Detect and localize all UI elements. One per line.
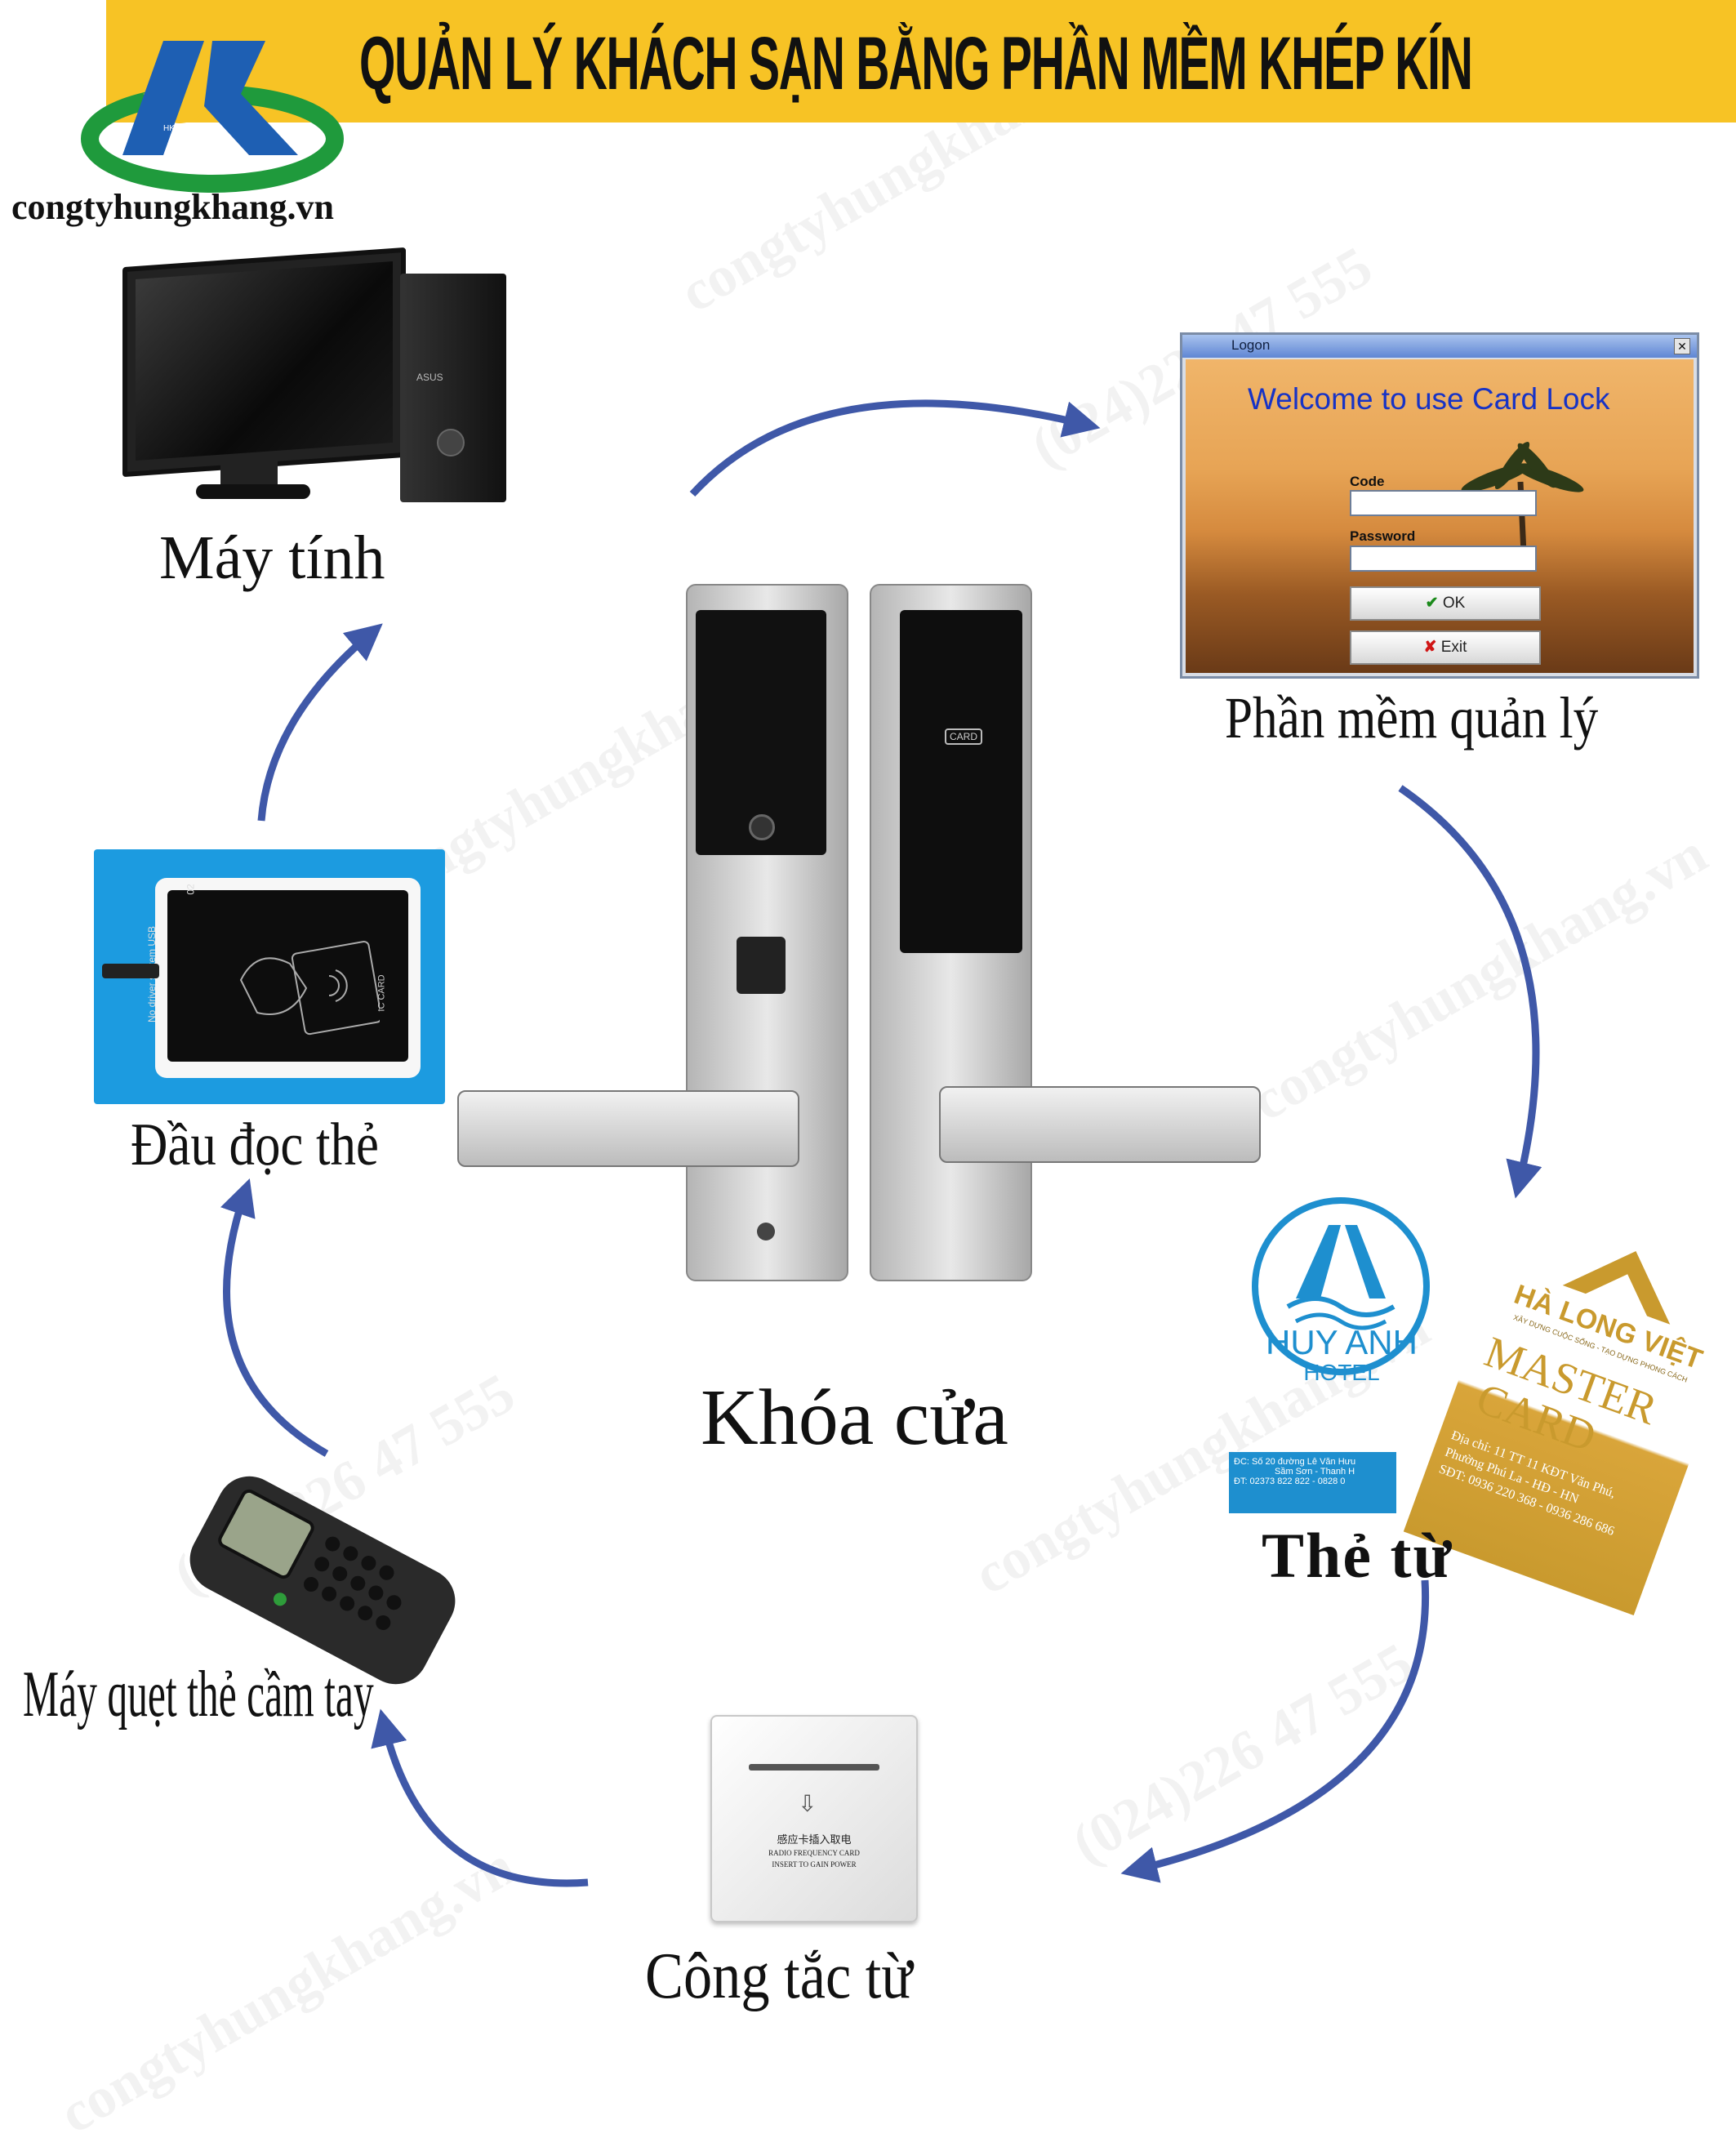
- password-input[interactable]: [1350, 546, 1537, 572]
- company-logo: HK: [81, 41, 344, 193]
- card-reader-image: No driver system USB 02 IC CARD: [94, 849, 445, 1104]
- software-window: Logon ✕ Welcome to use Card Lock Code Pa…: [1180, 332, 1699, 679]
- reader-face: No driver system USB 02 IC CARD: [146, 884, 408, 1062]
- lever-handle-right[interactable]: [939, 1086, 1261, 1163]
- website-label: congtyhungkhang.vn: [11, 187, 334, 227]
- header-banner: [106, 0, 1736, 122]
- switch-label: Công tắc từ: [645, 1940, 913, 2012]
- door-lock-image: CARD: [457, 584, 1266, 1286]
- check-icon: ✔: [1425, 595, 1443, 612]
- reader-port-text: 02: [185, 884, 197, 895]
- lever-handle-left[interactable]: [457, 1090, 799, 1167]
- usb-cable: [102, 964, 159, 978]
- cycle-arrows: [220, 399, 1542, 1887]
- card-slot: [749, 1764, 879, 1771]
- halong-card: HÀ LONG VIỆT XÂY DỰNG CUỘC SỐNG - TẠO DỰ…: [1403, 1193, 1736, 1616]
- halong-logo-icon: [1562, 1251, 1671, 1325]
- code-input[interactable]: [1350, 490, 1537, 516]
- hand-card-icon: [239, 941, 380, 1036]
- password-label: Password: [1350, 528, 1416, 544]
- handheld-scanner-image: [189, 1476, 456, 1685]
- code-label: Code: [1350, 474, 1385, 489]
- pc-tower: ASUS: [400, 274, 506, 502]
- ok-button[interactable]: ✔ OK: [1350, 586, 1541, 621]
- welcome-text: Welcome to use Card Lock: [1248, 382, 1610, 416]
- down-arrow-icon: ⇩: [798, 1790, 817, 1817]
- desert-background: [1186, 359, 1694, 673]
- brand-label: ASUS: [416, 372, 443, 383]
- thumb-turn[interactable]: [737, 937, 786, 994]
- card-power-switch[interactable]: ⇩ 感应卡插入取电 RADIO FREQUENCY CARD INSERT TO…: [710, 1715, 918, 1922]
- switch-text-3: INSERT TO GAIN POWER: [772, 1860, 857, 1869]
- computer-image: ASUS: [122, 247, 514, 502]
- huyanh-info-strip: ĐC: Số 20 đường Lê Văn Hưu Sầm Sơn - Tha…: [1229, 1452, 1396, 1513]
- x-icon: ✘: [1423, 639, 1441, 656]
- huyanh-name: HUY ANH: [1266, 1323, 1418, 1361]
- switch-text-2: RADIO FREQUENCY CARD: [768, 1849, 860, 1857]
- card-reader-panel[interactable]: CARD: [900, 610, 1022, 953]
- lock-plate-left: [686, 584, 848, 1281]
- logo-letters: HK: [163, 124, 175, 133]
- huyanh-logo-icon: [1252, 1197, 1430, 1375]
- close-icon[interactable]: ✕: [1674, 338, 1690, 354]
- handheld-label: Máy quẹt thẻ cầm tay: [23, 1659, 374, 1731]
- computer-label: Máy tính: [159, 523, 385, 592]
- lock-plate-right: CARD: [870, 584, 1032, 1281]
- software-label: Phần mềm quản lý: [1225, 685, 1599, 751]
- card-label: Thẻ từ: [1262, 1520, 1453, 1591]
- window-title: Logon: [1231, 337, 1271, 353]
- monitor: [122, 247, 406, 478]
- switch-text-1: 感应卡插入取电: [777, 1834, 852, 1846]
- reader-label: Đầu đọc thẻ: [131, 1111, 379, 1178]
- card-badge: CARD: [945, 728, 983, 745]
- huyanh-card: HUY ANH HOTEL ĐC: Số 20 đường Lê Văn Hưu…: [1229, 1192, 1466, 1513]
- lock-label: Khóa cửa: [701, 1374, 1008, 1462]
- keyhole-icon: [757, 1223, 775, 1241]
- ic-card-text: IC CARD: [376, 974, 387, 1012]
- exit-button[interactable]: ✘ Exit: [1350, 630, 1541, 665]
- huyanh-sub: HOTEL: [1303, 1360, 1380, 1385]
- window-titlebar: Logon ✕: [1182, 335, 1697, 358]
